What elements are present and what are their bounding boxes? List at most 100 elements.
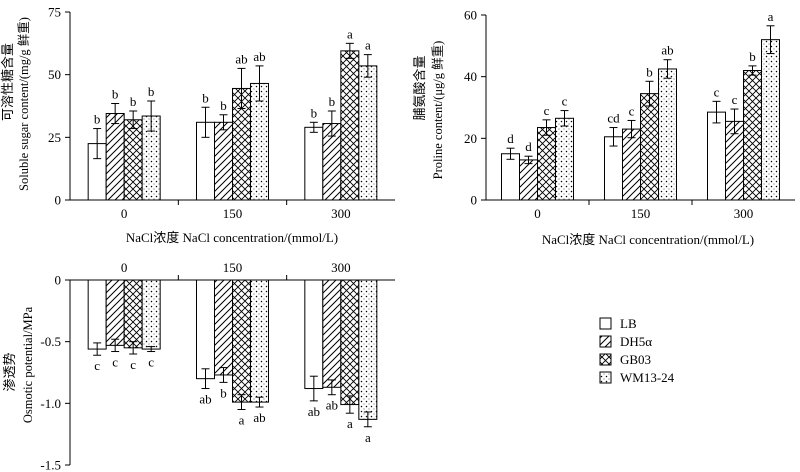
osmotic-bar bbox=[358, 279, 378, 420]
legend-item-dh5a: DH5α bbox=[599, 334, 652, 349]
osmotic-sig-letter: a bbox=[347, 416, 353, 431]
legend-label-dh5a: DH5α bbox=[620, 334, 652, 349]
soluble-sugar-sig-letter: ab bbox=[253, 49, 265, 64]
soluble-sugar-sig-letter: b bbox=[311, 105, 318, 120]
soluble-sugar-ylabel: Soluble sugar content/(mg/g 鲜重) bbox=[16, 17, 31, 191]
osmotic-bar bbox=[322, 279, 342, 388]
soluble-sugar-sig-letter: b bbox=[220, 98, 227, 113]
osmotic-sig-letter: c bbox=[148, 355, 154, 370]
soluble-sugar-bar bbox=[123, 119, 143, 201]
osmotic-sig-letter: ab bbox=[308, 404, 320, 419]
proline-bar bbox=[761, 39, 780, 201]
legend-swatch-gb03 bbox=[599, 353, 612, 366]
osmotic-bar bbox=[105, 279, 125, 346]
osmotic-sig-letter: a bbox=[365, 430, 371, 445]
soluble-sugar-sig-letter: a bbox=[365, 38, 371, 53]
proline-sig-letter: ab bbox=[661, 43, 673, 58]
legend-swatch-lb bbox=[599, 317, 612, 330]
proline-sig-letter: c bbox=[714, 84, 720, 99]
soluble-sugar-xlabel: NaCl浓度 NaCl concentration/(mmol/L) bbox=[126, 230, 338, 245]
proline-bar bbox=[622, 128, 641, 201]
soluble-sugar-x-tick-label: 0 bbox=[121, 206, 128, 221]
osmotic-bar bbox=[250, 279, 269, 403]
osmotic-sig-letter: b bbox=[220, 385, 227, 400]
osmotic-bar bbox=[196, 279, 215, 380]
proline-x-tick-label: 0 bbox=[534, 206, 541, 221]
proline-bar bbox=[537, 127, 556, 201]
legend-label-lb: LB bbox=[620, 316, 637, 331]
osmotic-ylabel-cn: 渗透势 bbox=[2, 352, 17, 391]
soluble-sugar-y-tick-label: 50 bbox=[48, 67, 61, 82]
osmotic-sig-letter: c bbox=[130, 357, 136, 372]
proline-ylabel: Proline content/(μg/g 鲜重) bbox=[430, 41, 445, 180]
soluble-sugar-bar bbox=[105, 113, 125, 201]
legend: LB DH5α GB03 WM13-24 bbox=[599, 316, 675, 385]
osmotic-bar bbox=[214, 279, 233, 376]
soluble-sugar-bar bbox=[304, 126, 324, 201]
osmotic-bar bbox=[123, 279, 143, 349]
proline-bar bbox=[640, 93, 659, 201]
osmotic-bar bbox=[304, 279, 324, 390]
proline-sig-letter: a bbox=[768, 9, 774, 24]
osmotic-y-tick-label: -0.5 bbox=[40, 334, 61, 349]
legend-label-wm13-24: WM13-24 bbox=[620, 370, 675, 385]
legend-item-gb03: GB03 bbox=[599, 352, 651, 367]
proline-sig-letter: c bbox=[732, 92, 738, 107]
proline-x-tick-label: 300 bbox=[734, 206, 754, 221]
soluble-sugar-sig-letter: b bbox=[112, 86, 119, 101]
soluble-sugar-x-tick-label: 300 bbox=[331, 206, 351, 221]
soluble-sugar-sig-letter: b bbox=[94, 112, 101, 127]
soluble-sugar-sig-letter: b bbox=[329, 94, 336, 109]
osmotic-bar bbox=[141, 279, 161, 350]
soluble-sugar-sig-letter: b bbox=[130, 94, 137, 109]
osmotic-sig-letter: a bbox=[239, 413, 245, 428]
osmotic-sig-letter: c bbox=[94, 358, 100, 373]
osmotic-sig-letter: ab bbox=[199, 392, 211, 407]
legend-swatch-dh5a bbox=[599, 335, 612, 348]
soluble-sugar-sig-letter: b bbox=[202, 90, 209, 105]
soluble-sugar-ylabel-cn: 可溶性糖含量 bbox=[0, 43, 15, 121]
soluble-sugar-bar bbox=[340, 50, 360, 201]
soluble-sugar-bar bbox=[358, 65, 378, 201]
proline-sig-letter: c bbox=[562, 94, 568, 109]
osmotic-x-tick-label: 150 bbox=[223, 260, 243, 275]
proline-sig-letter: b bbox=[749, 49, 756, 64]
proline-y-tick-label: 60 bbox=[464, 8, 477, 23]
osmotic-sig-letter: ab bbox=[253, 410, 265, 425]
osmotic-y-tick-label: -1.5 bbox=[40, 458, 61, 472]
osmotic-ylabel: Osmotic potential/MPa bbox=[21, 306, 35, 423]
soluble-sugar-sig-letter: a bbox=[347, 26, 353, 41]
osmotic-sig-letter: ab bbox=[326, 398, 338, 413]
proline-bar bbox=[658, 68, 677, 201]
soluble-sugar-sig-letter: b bbox=[148, 84, 155, 99]
osmotic-bar bbox=[87, 279, 107, 350]
legend-item-lb: LB bbox=[599, 316, 637, 331]
proline-y-tick-label: 40 bbox=[464, 69, 477, 84]
osmotic-y-tick-label: -1.0 bbox=[40, 396, 61, 411]
proline-y-tick-label: 20 bbox=[464, 131, 477, 146]
osmotic-sig-letter: c bbox=[112, 355, 118, 370]
proline-ylabel-cn: 脯氨酸含量 bbox=[412, 55, 427, 120]
legend-item-wm13-24: WM13-24 bbox=[599, 370, 675, 385]
proline-bar bbox=[707, 111, 726, 201]
proline-x-tick-label: 150 bbox=[631, 206, 651, 221]
osmotic-x-tick-label: 0 bbox=[121, 260, 128, 275]
proline-sig-letter: c bbox=[544, 103, 550, 118]
proline-bar bbox=[555, 117, 574, 201]
proline-bar bbox=[501, 153, 520, 201]
soluble-sugar-y-tick-label: 25 bbox=[48, 130, 61, 145]
osmotic-y-tick-label: 0 bbox=[55, 273, 62, 288]
soluble-sugar-y-tick-label: 75 bbox=[48, 5, 61, 20]
legend-swatch-wm13-24 bbox=[599, 371, 612, 384]
soluble-sugar-sig-letter: ab bbox=[235, 51, 247, 66]
proline-sig-letter: c bbox=[629, 103, 635, 118]
proline-bar bbox=[743, 70, 762, 201]
proline-sig-letter: d bbox=[507, 131, 514, 146]
